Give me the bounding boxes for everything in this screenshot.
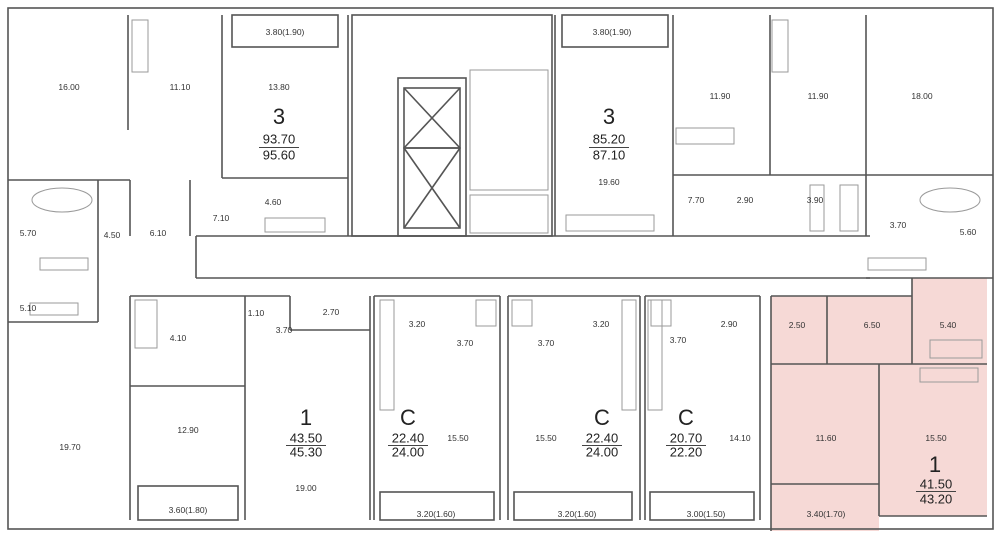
- room-area-label: 4.60: [264, 196, 282, 207]
- area-divider: [286, 445, 326, 446]
- room-area-label: 11.90: [807, 90, 829, 101]
- area-divider: [666, 445, 706, 446]
- room-area-label: 18.00: [911, 90, 933, 101]
- room-area-label: 11.10: [169, 81, 191, 92]
- room-area-label: 15.50: [447, 432, 469, 443]
- apartment-area: 20.70: [669, 430, 703, 446]
- apartment-type: 3: [272, 104, 286, 129]
- apartment-area: 43.50: [289, 430, 323, 446]
- room-area-label: 15.50: [535, 432, 557, 443]
- apartment-area-total: 24.00: [585, 444, 619, 460]
- room-area-label: 7.10: [212, 212, 230, 223]
- room-area-label: 3.70: [889, 219, 907, 230]
- room-area-label: 19.70: [59, 441, 81, 452]
- apartment-area-total: 95.60: [262, 147, 296, 163]
- apartment-area-total: 45.30: [289, 444, 323, 460]
- highlighted-apartment: [771, 278, 987, 531]
- room-area-label: 3.20(1.60): [557, 508, 597, 519]
- room-area-label: 7.70: [687, 194, 705, 205]
- room-area-label: 11.90: [709, 90, 731, 101]
- apartment-type: С: [400, 405, 416, 430]
- room-area-label: 3.90: [806, 194, 824, 205]
- room-area-label: 6.10: [149, 227, 167, 238]
- room-area-label: 19.00: [295, 482, 317, 493]
- apartment-type: 1: [928, 452, 942, 477]
- room-area-label: 3.70: [456, 337, 474, 348]
- room-area-label: 3.70: [669, 334, 687, 345]
- room-area-label: 13.80: [268, 81, 290, 92]
- apartment-type: 1: [299, 405, 313, 430]
- apartment-type: С: [678, 405, 694, 430]
- room-area-label: 5.10: [19, 302, 37, 313]
- room-area-label: 15.50: [925, 432, 947, 443]
- room-area-label: 4.10: [169, 332, 187, 343]
- room-area-label: 5.40: [939, 319, 957, 330]
- room-area-label: 3.80(1.90): [592, 26, 632, 37]
- apartment-area: 22.40: [391, 430, 425, 446]
- room-area-label: 11.60: [815, 432, 837, 443]
- room-area-label: 3.00(1.50): [686, 508, 726, 519]
- apartment-area: 41.50: [919, 476, 953, 492]
- area-divider: [589, 147, 629, 148]
- room-area-label: 2.70: [322, 306, 340, 317]
- room-area-label: 19.60: [598, 176, 620, 187]
- area-divider: [582, 445, 622, 446]
- room-area-label: 1.10: [247, 307, 265, 318]
- room-area-label: 3.20(1.60): [416, 508, 456, 519]
- apartment-area-total: 87.10: [592, 147, 626, 163]
- apartment-area-total: 22.20: [669, 444, 703, 460]
- apartment-area: 22.40: [585, 430, 619, 446]
- room-area-label: 3.80(1.90): [265, 26, 305, 37]
- area-divider: [388, 445, 428, 446]
- room-area-label: 3.60(1.80): [168, 504, 208, 515]
- apartment-area-total: 43.20: [919, 491, 953, 507]
- apartment-area-total: 24.00: [391, 444, 425, 460]
- room-area-label: 4.50: [103, 229, 121, 240]
- room-area-label: 3.70: [275, 324, 293, 335]
- room-area-label: 3.70: [537, 337, 555, 348]
- apartment-type: 3: [602, 104, 616, 129]
- room-area-label: 2.90: [736, 194, 754, 205]
- walls: [7, 7, 994, 531]
- area-divider: [259, 147, 299, 148]
- room-area-label: 6.50: [863, 319, 881, 330]
- fixtures: [29, 19, 983, 411]
- room-area-label: 16.00: [58, 81, 80, 92]
- room-area-label: 5.60: [959, 226, 977, 237]
- room-area-label: 3.40(1.70): [806, 508, 846, 519]
- room-area-label: 2.90: [720, 318, 738, 329]
- room-area-label: 5.70: [19, 227, 37, 238]
- apartment-type: С: [594, 405, 610, 430]
- room-area-label: 2.50: [788, 319, 806, 330]
- room-area-label: 3.20: [592, 318, 610, 329]
- room-area-label: 12.90: [177, 424, 199, 435]
- room-area-label: 14.10: [729, 432, 751, 443]
- apartment-area: 85.20: [592, 131, 626, 147]
- apartment-area: 93.70: [262, 131, 296, 147]
- room-area-label: 3.20: [408, 318, 426, 329]
- area-divider: [916, 491, 956, 492]
